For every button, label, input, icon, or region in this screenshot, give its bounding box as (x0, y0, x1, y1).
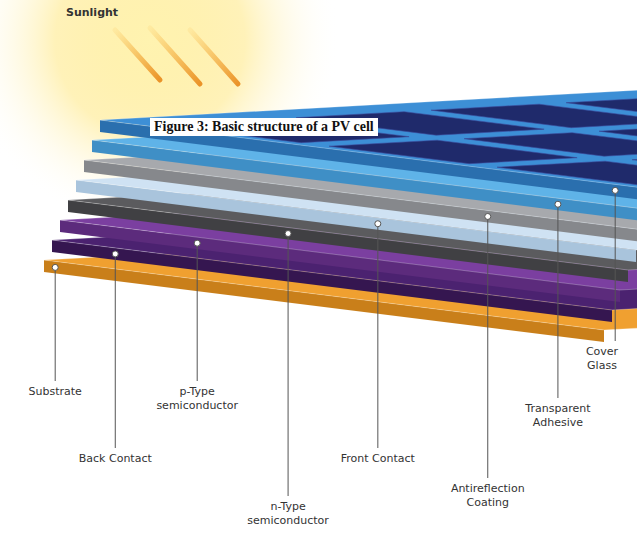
solar-cells (161, 97, 637, 185)
layer-stack (44, 90, 637, 342)
leader-line (55, 267, 56, 381)
leader-dot (485, 213, 491, 219)
part-label: Substrate (20, 385, 90, 399)
sun-rays (115, 28, 238, 84)
cell-layer (100, 90, 637, 202)
leader-dot (375, 221, 381, 227)
leader-dot (612, 187, 618, 193)
leader-line (615, 190, 616, 341)
leader-lines (52, 187, 618, 496)
leader-line (197, 243, 198, 381)
leader-line (115, 254, 116, 448)
figure-caption: Figure 3: Basic structure of a PV cell (150, 118, 378, 136)
leader-dot (112, 251, 118, 257)
leader-dot (285, 231, 291, 237)
part-label: p-Type semiconductor (151, 385, 243, 413)
sunlight-label: Sunlight (66, 6, 118, 19)
part-label: Transparent Adhesive (512, 402, 604, 430)
leader-dot (555, 201, 561, 207)
leader-line (288, 234, 289, 496)
leader-dot (52, 264, 58, 270)
part-label: Front Contact (332, 452, 424, 466)
leader-line (557, 204, 558, 398)
leader-line (487, 216, 488, 478)
part-label: Cover Glass (571, 345, 633, 373)
leader-line (377, 224, 378, 448)
part-label: Antireflection Coating (436, 482, 540, 510)
part-label: n-Type semiconductor (242, 500, 334, 528)
leader-dot (194, 240, 200, 246)
part-label: Back Contact (73, 452, 157, 466)
